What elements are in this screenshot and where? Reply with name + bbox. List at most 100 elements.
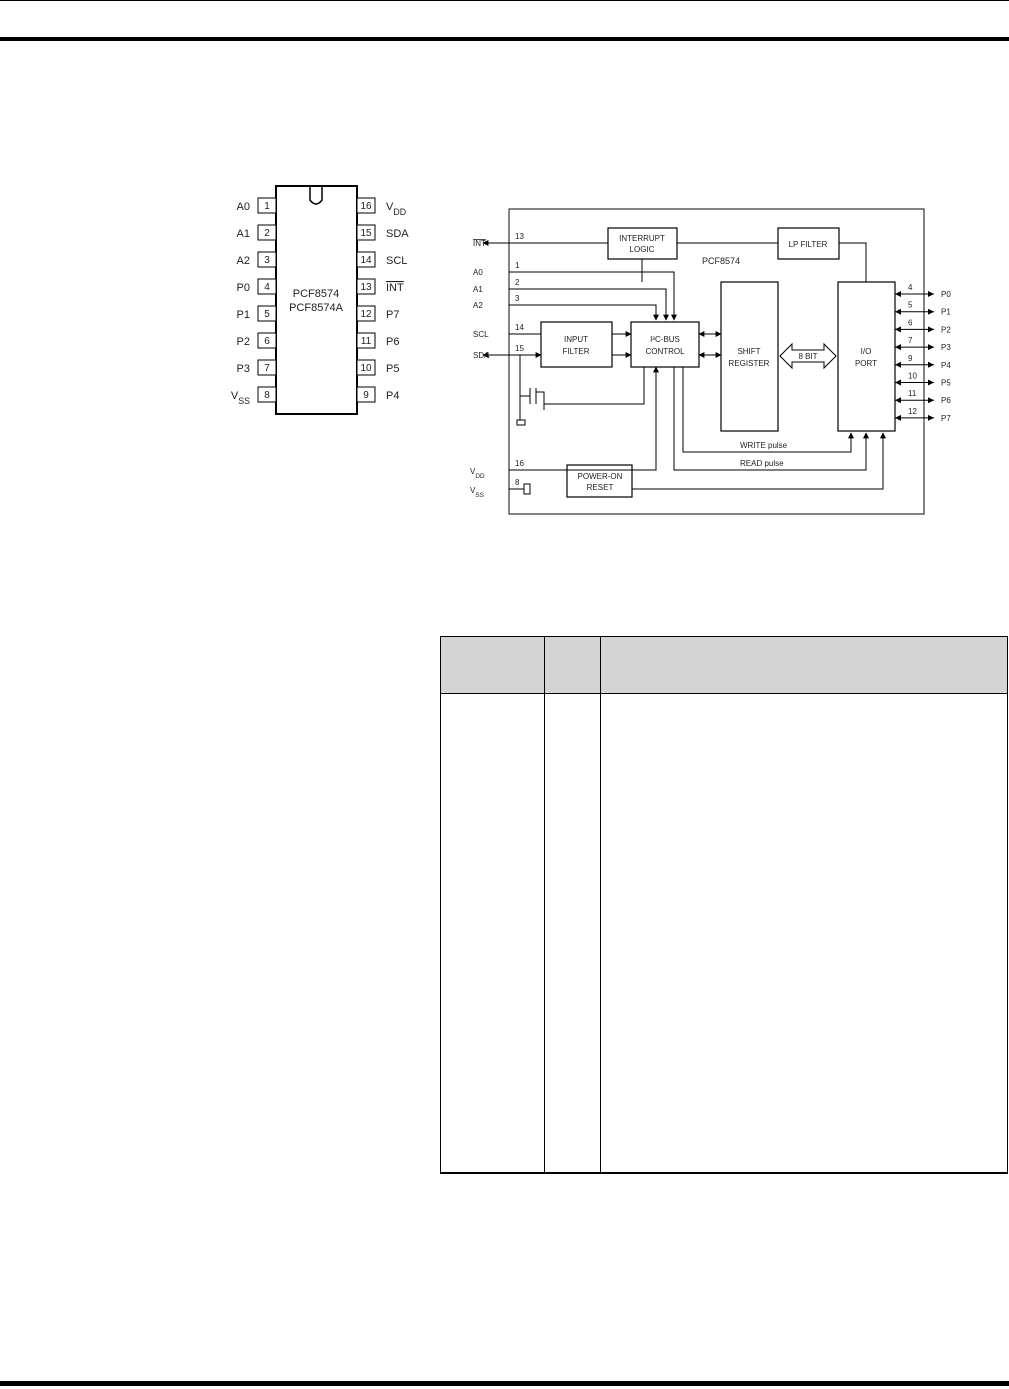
pin-name-right: P6 <box>386 336 399 348</box>
signal-name: SCL <box>473 330 489 339</box>
table-header-row <box>440 636 1008 694</box>
pin-box-left <box>257 251 277 268</box>
ic-body <box>275 185 358 415</box>
pin-box-left <box>257 305 277 322</box>
bottom-footer-rule <box>0 1381 1009 1386</box>
pin-box-right <box>356 332 376 349</box>
pin-box-left <box>257 224 277 241</box>
pin-number-right: 16 <box>360 201 372 212</box>
port-arrow-out <box>928 308 934 315</box>
port-arrow-in <box>895 326 901 333</box>
table-body-row <box>440 693 1008 1174</box>
port-arrow-out <box>928 379 934 386</box>
pin-number-left: 3 <box>264 255 270 266</box>
pin-name-right-subscript: DD <box>393 207 406 217</box>
signal-name: INT <box>473 239 486 248</box>
port-arrow-out <box>928 326 934 333</box>
port-arrow-out <box>928 414 934 421</box>
signal-name: SDA <box>473 351 490 360</box>
signal-name: A2 <box>473 301 483 310</box>
port-arrow-in <box>895 308 901 315</box>
pin-name-right: SDA <box>386 228 409 240</box>
vss-pin-number: 8 <box>515 478 520 487</box>
port-pin-number: 6 <box>908 318 913 327</box>
pin-description-table <box>440 636 1008 1174</box>
pin-number-right: 11 <box>361 336 372 347</box>
vdd-name-subscript: DD <box>475 473 485 480</box>
signal-name: A0 <box>473 268 483 277</box>
header-description <box>600 636 1008 694</box>
svg-text:POWER-ON: POWER-ON <box>578 472 623 481</box>
signal-pin-number: 13 <box>515 232 524 241</box>
port-arrow-in <box>895 344 901 351</box>
port-pin-name: P5 <box>941 379 951 388</box>
port-pin-name: P0 <box>941 290 951 299</box>
pin-name-left: A1 <box>237 228 250 240</box>
svg-text:I/O: I/O <box>861 347 872 356</box>
port-pin-number: 10 <box>908 372 917 381</box>
pin-name-left-subscript: SS <box>238 396 250 406</box>
signal-pin-number: 15 <box>515 344 524 353</box>
pin-number-right: 10 <box>360 363 372 374</box>
port-pin-number: 7 <box>908 336 913 345</box>
lp-filter-block: LP FILTER <box>777 227 840 260</box>
vdd-name: VDD <box>470 467 485 480</box>
i2c-control-block: I²C-BUS CONTROL <box>630 321 700 368</box>
top-thin-rule <box>0 0 1009 1</box>
port-arrow-in <box>895 414 901 421</box>
pin-name-left: P3 <box>237 363 250 375</box>
interrupt-logic-block: INTERRUPT LOGIC <box>607 227 678 260</box>
pin-number-right: 14 <box>360 255 372 266</box>
svg-text:I²C-BUS: I²C-BUS <box>650 335 680 344</box>
vdd-pin-number: 16 <box>515 459 524 468</box>
signal-pin-number: 14 <box>515 323 524 332</box>
svg-text:SHIFT: SHIFT <box>737 347 760 356</box>
port-pin-name: P2 <box>941 325 951 334</box>
ic-notch <box>309 187 323 205</box>
port-pin-number: 9 <box>908 354 913 363</box>
signal-pin-number: 3 <box>515 294 520 303</box>
chip-label-1: PCF8574 <box>293 288 339 300</box>
pin-name-left: P2 <box>237 336 250 348</box>
table-cell <box>440 693 545 1174</box>
vss-name: VSS <box>470 486 484 499</box>
port-pin-number: 12 <box>908 407 917 416</box>
pin-name-right: P7 <box>386 309 399 321</box>
pin-number-right: 15 <box>360 228 372 239</box>
svg-text:INPUT: INPUT <box>564 335 588 344</box>
pin-number-left: 8 <box>264 390 270 401</box>
io-port-block: I/O PORT <box>837 281 896 432</box>
pin-box-left <box>257 359 277 376</box>
pin-number-right: 12 <box>360 309 372 320</box>
pin-number-left: 7 <box>264 363 270 374</box>
pin-number-left: 1 <box>264 201 270 212</box>
svg-text:FILTER: FILTER <box>563 347 590 356</box>
pin-name-right: INT <box>386 282 404 294</box>
port-arrow-in <box>895 397 901 404</box>
pin-box-right <box>356 359 376 376</box>
pin-number-left: 2 <box>264 228 270 239</box>
pin-box-right <box>356 197 376 214</box>
port-arrow-out <box>928 361 934 368</box>
write-pulse-label: WRITE pulse <box>740 441 788 450</box>
pin-box-left <box>257 332 277 349</box>
pin-name-right: SCL <box>386 255 407 267</box>
port-pin-name: P1 <box>941 308 951 317</box>
port-arrow-in <box>895 291 901 297</box>
port-arrow-out <box>928 344 934 351</box>
pin-box-right <box>356 305 376 322</box>
port-pin-name: P4 <box>941 361 951 370</box>
signal-pin-number: 1 <box>515 261 520 270</box>
pin-name-right: P5 <box>386 363 399 375</box>
pin-box-right <box>356 251 376 268</box>
pin-name-left: A0 <box>237 201 250 213</box>
svg-text:CONTROL: CONTROL <box>645 347 685 356</box>
port-arrow-in <box>895 379 901 386</box>
port-pin-name: P7 <box>941 414 951 423</box>
header-symbol <box>440 636 545 694</box>
